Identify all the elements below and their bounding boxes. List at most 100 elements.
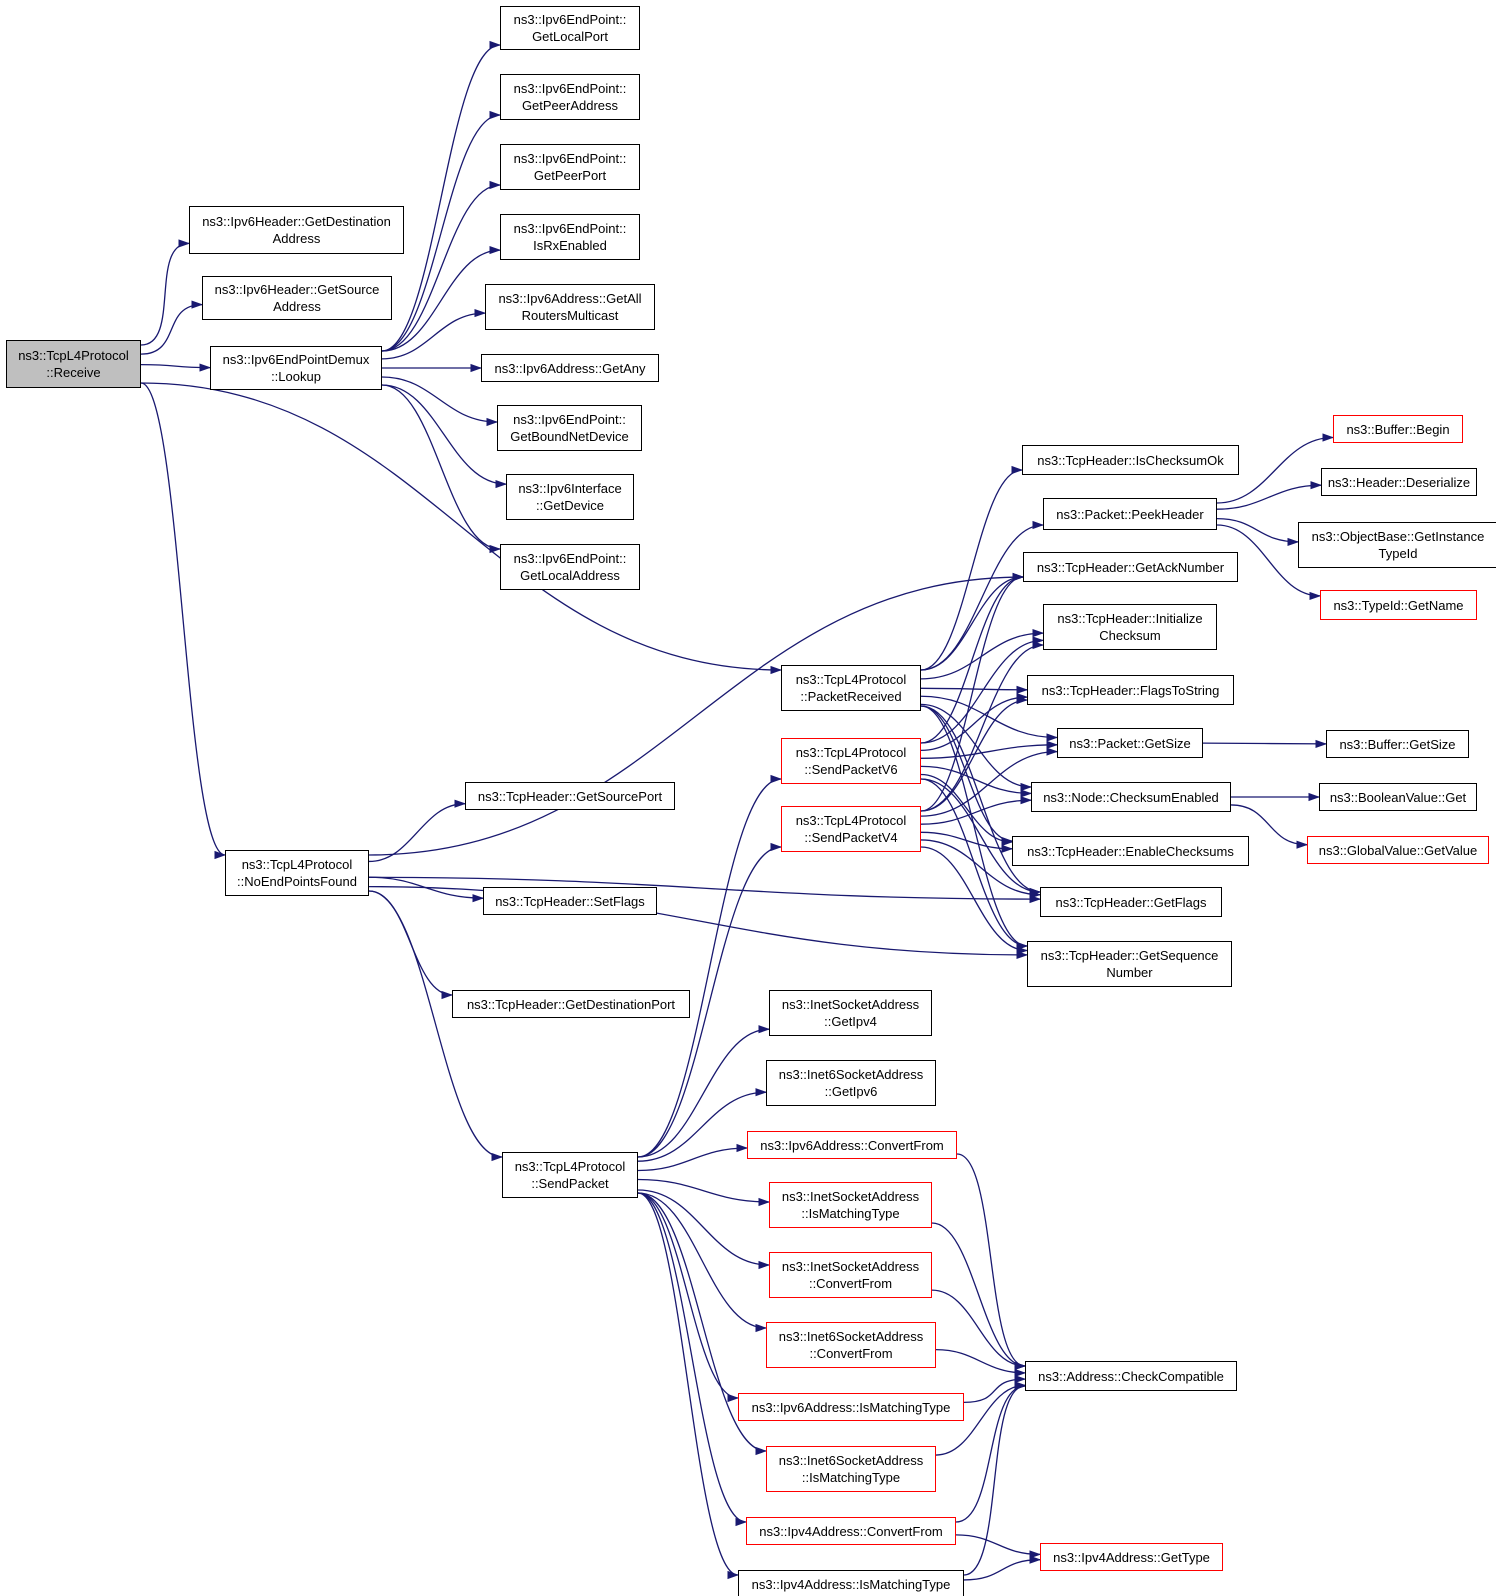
node-th-setflags[interactable]: ns3::TcpHeader::SetFlags (483, 887, 657, 915)
node-label-line: ns3::Ipv6Interface (518, 481, 622, 496)
node-ep-pport[interactable]: ns3::Ipv6EndPoint::GetPeerPort (500, 144, 640, 190)
edge-sendpkt-to-v6a-conv (637, 1143, 749, 1172)
node-isa-v4[interactable]: ns3::InetSocketAddress::GetIpv4 (769, 990, 932, 1036)
node-th-flags[interactable]: ns3::TcpHeader::GetFlags (1040, 887, 1222, 917)
node-pkt-peek[interactable]: ns3::Packet::PeekHeader (1043, 498, 1217, 530)
node-ep-rx[interactable]: ns3::Ipv6EndPoint::IsRxEnabled (500, 214, 640, 260)
node-th-f2s[interactable]: ns3::TcpHeader::FlagsToString (1027, 675, 1234, 705)
node-ep-bound[interactable]: ns3::Ipv6EndPoint::GetBoundNetDevice (497, 405, 642, 451)
node-th-encs[interactable]: ns3::TcpHeader::EnableChecksums (1012, 836, 1249, 866)
node-ep-paddr[interactable]: ns3::Ipv6EndPoint::GetPeerAddress (500, 74, 640, 120)
node-label-line: ns3::TypeId::GetName (1333, 597, 1464, 613)
edge-pkt-recv-to-th-ack (920, 572, 1025, 671)
node-addr-cc[interactable]: ns3::Address::CheckCompatible (1025, 1361, 1237, 1391)
node-receive[interactable]: ns3::TcpL4Protocol::Receive (6, 340, 141, 388)
node-label-line: ns3::TcpL4Protocol (795, 745, 907, 760)
node-label-line: ::IsMatchingType (801, 1206, 900, 1221)
edge-sendpkt-to-i6sa-v6 (637, 1088, 768, 1162)
node-i6sa-conv[interactable]: ns3::Inet6SocketAddress::ConvertFrom (766, 1322, 936, 1368)
edge-sendv6-to-pkt-size (920, 740, 1059, 759)
node-gv-get[interactable]: ns3::GlobalValue::GetValue (1307, 836, 1489, 864)
node-sendv6[interactable]: ns3::TcpL4Protocol::SendPacketV6 (781, 738, 921, 784)
edge-pkt-recv-to-th-csok (920, 465, 1024, 671)
node-isa-match[interactable]: ns3::InetSocketAddress::IsMatchingType (769, 1182, 932, 1228)
edge-sendpkt-to-i6sa-match (637, 1192, 768, 1456)
node-v4a-match[interactable]: ns3::Ipv4Address::IsMatchingType (738, 1570, 964, 1596)
node-sendv4[interactable]: ns3::TcpL4Protocol::SendPacketV4 (781, 806, 921, 852)
edge-sendv4-to-th-ack (920, 572, 1025, 812)
node-noep[interactable]: ns3::TcpL4Protocol::NoEndPointsFound (225, 850, 369, 896)
node-v6a-conv[interactable]: ns3::Ipv6Address::ConvertFrom (747, 1131, 957, 1159)
edge-sendv6-to-th-encs (920, 773, 1014, 847)
node-pkt-recv[interactable]: ns3::TcpL4Protocol::PacketReceived (781, 665, 921, 711)
node-buf-size[interactable]: ns3::Buffer::GetSize (1326, 730, 1469, 758)
node-label-line: GetBoundNetDevice (510, 429, 629, 444)
edge-sendv4-to-th-initcs (920, 640, 1045, 812)
node-label-line: ::GetDevice (536, 498, 604, 513)
edge-node-cs-to-gv-get (1230, 804, 1309, 849)
node-label-line: ::ConvertFrom (808, 1276, 893, 1291)
node-label-line: ::SendPacketV6 (804, 762, 898, 777)
node-tid-name[interactable]: ns3::TypeId::GetName (1320, 590, 1477, 620)
edge-isa-conv-to-addr-cc (931, 1289, 1027, 1371)
edge-sendpkt-to-sendv4 (637, 842, 783, 1158)
node-label-line: ns3::Ipv6EndPointDemux (222, 352, 370, 367)
edge-v4a-match-to-addr-cc (963, 1381, 1027, 1576)
node-label-line: ns3::Ipv6Header::GetDestination (202, 214, 391, 229)
node-label-line: ns3::TcpHeader::EnableChecksums (1027, 843, 1234, 859)
node-label-line: ns3::TcpHeader::Initialize (1057, 611, 1203, 626)
node-v6a-match[interactable]: ns3::Ipv6Address::IsMatchingType (738, 1393, 964, 1421)
node-i6sa-v6[interactable]: ns3::Inet6SocketAddress::GetIpv6 (766, 1060, 936, 1106)
node-sendpkt[interactable]: ns3::TcpL4Protocol::SendPacket (502, 1152, 638, 1198)
node-th-dstport[interactable]: ns3::TcpHeader::GetDestinationPort (452, 990, 690, 1018)
edge-receive-to-v6h-dest (140, 239, 191, 346)
node-label-line: ::GetIpv6 (824, 1084, 878, 1099)
node-label-line: ::GetIpv4 (824, 1014, 877, 1029)
node-label-line: ::Lookup (271, 369, 321, 384)
node-label-line: ns3::Ipv6EndPoint:: (513, 551, 627, 566)
node-hdr-deser[interactable]: ns3::Header::Deserialize (1321, 468, 1477, 496)
edge-pkt-peek-to-ob-tid (1216, 518, 1300, 546)
node-v6a-any[interactable]: ns3::Ipv6Address::GetAny (481, 354, 659, 382)
node-label-line: ns3::TcpL4Protocol (514, 1159, 626, 1174)
node-node-cs[interactable]: ns3::Node::ChecksumEnabled (1031, 782, 1231, 812)
node-i6sa-match[interactable]: ns3::Inet6SocketAddress::IsMatchingType (766, 1446, 936, 1492)
edge-sendpkt-to-v4a-match (637, 1192, 740, 1580)
node-lookup[interactable]: ns3::Ipv6EndPointDemux::Lookup (210, 346, 382, 390)
node-label-line: ns3::TcpHeader::GetFlags (1055, 894, 1207, 910)
node-label-line: ns3::Ipv6EndPoint:: (513, 81, 627, 96)
node-pkt-size[interactable]: ns3::Packet::GetSize (1057, 728, 1203, 758)
edge-pkt-recv-to-pkt-size (920, 695, 1059, 742)
node-buf-begin[interactable]: ns3::Buffer::Begin (1333, 415, 1463, 443)
node-label-line: ::ConvertFrom (809, 1346, 893, 1361)
edge-sendpkt-to-sendv6 (637, 774, 783, 1158)
node-label-line: ::SendPacket (531, 1176, 609, 1191)
edge-sendpkt-to-i6sa-conv (637, 1192, 768, 1333)
node-label-line: ns3::BooleanValue::Get (1329, 789, 1467, 805)
edge-sendv4-to-pkt-size (920, 747, 1059, 817)
node-ep-laddr[interactable]: ns3::Ipv6EndPoint::GetLocalAddress (500, 544, 640, 590)
node-v4a-type[interactable]: ns3::Ipv4Address::GetType (1040, 1543, 1223, 1571)
node-label-line: ns3::Ipv4Address::GetType (1053, 1549, 1210, 1565)
node-th-ack[interactable]: ns3::TcpHeader::GetAckNumber (1023, 552, 1238, 582)
node-label-line: ns3::Ipv6Header::GetSource (214, 282, 380, 297)
node-v6if-dev[interactable]: ns3::Ipv6Interface::GetDevice (506, 474, 634, 520)
node-label-line: ::SendPacketV4 (804, 830, 898, 845)
node-th-csok[interactable]: ns3::TcpHeader::IsChecksumOk (1022, 445, 1239, 475)
edge-v4a-conv-to-v4a-type (955, 1534, 1042, 1559)
node-v4a-conv[interactable]: ns3::Ipv4Address::ConvertFrom (746, 1517, 956, 1545)
node-bool-get[interactable]: ns3::BooleanValue::Get (1319, 783, 1477, 811)
edge-lookup-to-ep-paddr (381, 110, 502, 352)
edge-sendv4-to-th-encs (920, 831, 1014, 853)
node-isa-conv[interactable]: ns3::InetSocketAddress::ConvertFrom (769, 1252, 932, 1298)
node-ep-lport[interactable]: ns3::Ipv6EndPoint::GetLocalPort (500, 6, 640, 50)
node-th-srcport[interactable]: ns3::TcpHeader::GetSourcePort (465, 782, 675, 810)
node-label-line: ns3::Node::ChecksumEnabled (1043, 789, 1219, 805)
node-label-line: ns3::Ipv6EndPoint:: (513, 151, 627, 166)
